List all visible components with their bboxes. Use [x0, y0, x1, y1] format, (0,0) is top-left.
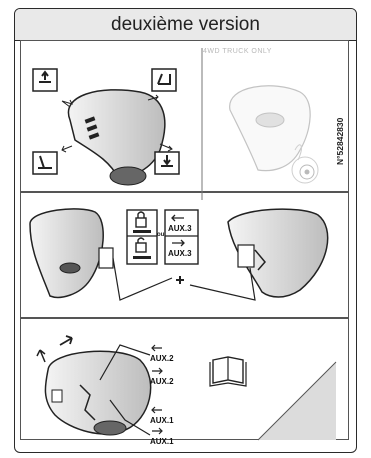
aux1-upper-label: AUX.1: [150, 416, 174, 425]
lift-down-icon: [155, 152, 179, 174]
aux1-lower-label: AUX.1: [150, 437, 174, 446]
joystick-faded-illustration: [230, 86, 318, 183]
aux2-lower-label: AUX.2: [150, 377, 174, 386]
aux3-upper-label: AUX.3: [168, 224, 192, 233]
plus-icon: [176, 276, 184, 284]
joystick-left-illustration: [30, 209, 113, 297]
book-icon: [210, 357, 246, 386]
joystick-illustration: [68, 90, 164, 185]
aux3-lower-label: AUX.3: [168, 249, 192, 258]
serial-number: N°52842830: [335, 118, 345, 165]
or-label: ou: [157, 232, 164, 238]
tilt-back-icon: [152, 69, 176, 91]
aux2-upper-label: AUX.2: [150, 354, 174, 363]
four-wheel-drive-label: 4WD TRUCK ONLY: [203, 48, 272, 55]
tilt-forward-icon: [33, 152, 57, 174]
lift-up-icon: [33, 69, 57, 91]
joystick-bottom-illustration: [37, 336, 151, 435]
joystick-right-illustration: [228, 209, 328, 297]
